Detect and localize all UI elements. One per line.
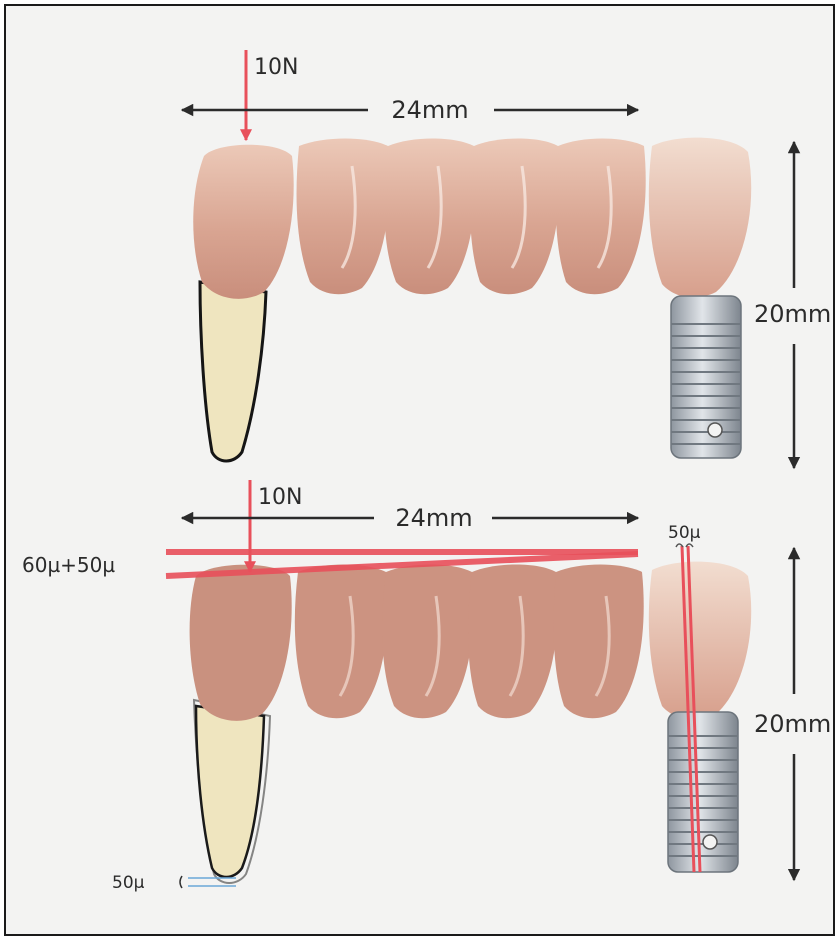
figure-frame: 10N 24mm 20mm	[4, 4, 835, 936]
implant-crown	[649, 138, 751, 298]
combined-deflection-label: 60µ+50µ	[22, 553, 115, 577]
tooth-crown-icon	[193, 145, 293, 299]
dental-implant-icon	[671, 296, 741, 458]
root-deflection-label: 50µ	[112, 873, 145, 893]
tooth-root-icon	[200, 282, 266, 461]
height-label: 20mm	[754, 300, 831, 328]
height-label: 20mm	[754, 710, 831, 738]
implant-crown	[649, 562, 751, 720]
root-displacement-bracket	[180, 876, 182, 888]
width-label: 24mm	[391, 96, 468, 124]
bridge-diagram: 10N 24mm 20mm	[6, 6, 835, 936]
tooth-crown-icon	[190, 565, 292, 721]
implant-deflection-bracket	[676, 544, 693, 547]
pontic-crowns	[295, 565, 644, 719]
force-label: 10N	[254, 55, 298, 80]
force-label: 10N	[258, 485, 302, 510]
bottom-panel: 10N 24mm 20mm 50µ 60µ+50µ 50µ	[22, 480, 831, 893]
implant-deflection-label: 50µ	[668, 523, 701, 543]
top-panel: 10N 24mm 20mm	[182, 50, 831, 468]
dental-implant-icon	[668, 712, 738, 872]
width-label: 24mm	[395, 504, 472, 532]
pontic-crowns	[297, 139, 646, 295]
